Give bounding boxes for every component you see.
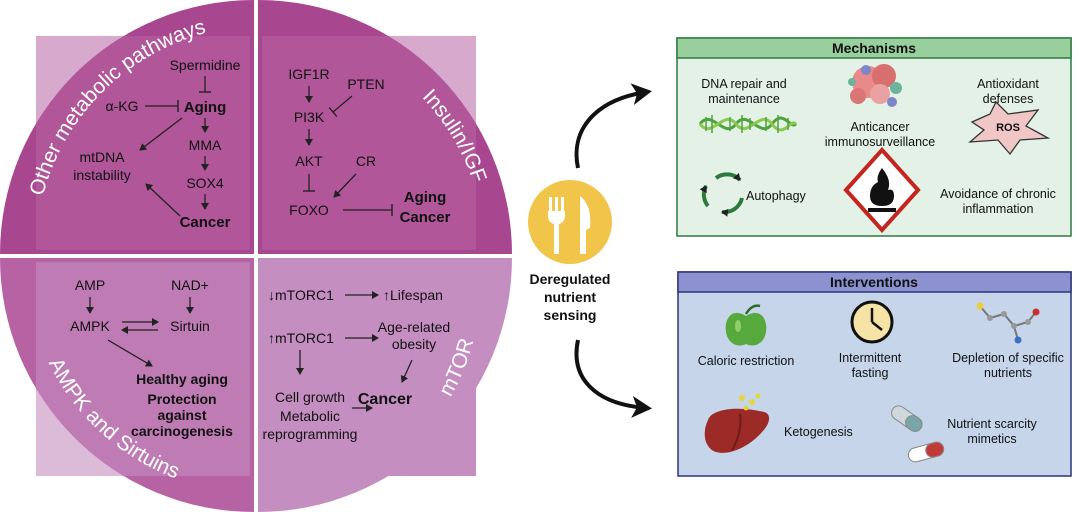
mech-autophagy: Autophagy [746, 189, 807, 203]
ros-star-icon: ROS [968, 100, 1051, 156]
node-protection-3: carcinogenesis [131, 423, 233, 439]
center-label-2: nutrient [544, 289, 596, 305]
autophagy-icon [699, 172, 744, 217]
arrow-obesity-cancer [400, 359, 413, 383]
mechanisms-header [676, 37, 1072, 59]
node-cancer: Cancer [180, 214, 231, 231]
node-igf1r: IGF1R [288, 66, 329, 82]
node-mtorc1-down: ↓mTORC1 [268, 287, 334, 303]
arrow-aging-mtdna [139, 117, 183, 151]
interventions-title: Interventions [830, 274, 918, 290]
immune-cells-icon [848, 64, 902, 107]
apple-icon [725, 304, 767, 346]
node-healthy-aging: Healthy aging [136, 371, 228, 387]
molecule-icon [976, 302, 1040, 344]
node-amp: AMP [75, 277, 105, 293]
mechanisms-title: Mechanisms [832, 40, 916, 56]
node-spermidine: Spermidine [170, 57, 241, 73]
node-pten: PTEN [347, 76, 384, 92]
pathway-mtor: ↓mTORC1 ↑Lifespan ↑mTORC1 Age-related ob… [263, 287, 451, 442]
mech-immuno-1: Anticancer [850, 120, 909, 134]
arrow-cancer-mtdna [145, 183, 181, 217]
mech-antiox-2: defenses [983, 92, 1034, 106]
node-protection-1: Protection [147, 391, 216, 407]
liver-icon [704, 393, 770, 453]
node-cr: CR [356, 153, 376, 169]
int-scarcity-1: Nutrient scarcity [947, 417, 1037, 431]
inner-panel-other-metabolic [36, 36, 250, 250]
mech-inflam-2: inflammation [963, 202, 1034, 216]
inner-panel-ampk-sirtuins [36, 262, 250, 476]
node-pi3k: PI3K [294, 109, 325, 125]
fork-knife-icon [548, 196, 591, 254]
node-akt: AKT [295, 153, 323, 169]
node-foxo: FOXO [289, 202, 329, 218]
int-scarcity-2: mimetics [967, 432, 1016, 446]
node-cancer: Cancer [358, 391, 412, 408]
interventions-header [677, 271, 1072, 293]
pills-icon [891, 405, 945, 463]
node-sirtuin: Sirtuin [170, 318, 210, 334]
node-metabolic-1: Metabolic [280, 408, 340, 424]
interventions-panel: Interventions Caloric restriction Interm… [677, 271, 1072, 477]
node-cell-growth: Cell growth [275, 389, 345, 405]
node-ampk: AMPK [70, 318, 110, 334]
mech-dna-2: maintenance [708, 92, 780, 106]
int-fasting-2: fasting [852, 366, 889, 380]
curved-arrow-up [574, 83, 652, 169]
dna-helix-icon [698, 115, 798, 133]
inhibit-pten-pi3k [328, 95, 353, 118]
arrow-ampk-healthy [107, 339, 153, 367]
node-cancer: Cancer [400, 209, 451, 226]
mech-inflam-1: Avoidance of chronic [940, 187, 1056, 201]
center-hub: Deregulated nutrient sensing [528, 83, 652, 418]
center-label-3: sensing [544, 307, 597, 323]
flame-hazard-icon [843, 147, 921, 233]
node-akg: α-KG [106, 98, 139, 114]
ros-label: ROS [996, 122, 1020, 134]
int-ketogenesis: Ketogenesis [784, 425, 853, 439]
int-depletion-2: nutrients [984, 366, 1032, 380]
int-caloric: Caloric restriction [698, 354, 795, 368]
mech-dna-1: DNA repair and [701, 77, 787, 91]
node-lifespan: ↑Lifespan [383, 287, 443, 303]
food-circle [528, 180, 612, 264]
curved-arrow-down [574, 339, 652, 418]
node-mtdna-2: instability [73, 167, 131, 183]
node-sox4: SOX4 [186, 175, 224, 191]
node-obesity-1: Age-related [378, 319, 450, 335]
center-label-1: Deregulated [530, 271, 611, 287]
node-aging: Aging [404, 189, 447, 206]
pathway-insulin-igf: IGF1R PTEN PI3K AKT CR FOXO Aging Cancer [288, 66, 450, 226]
int-depletion-1: Depletion of specific [952, 351, 1064, 365]
inner-panel-insulin-igf [262, 36, 476, 250]
node-mma: MMA [189, 137, 222, 153]
clock-icon [850, 300, 894, 344]
node-nad: NAD+ [171, 277, 209, 293]
mechanisms-panel: Mechanisms DNA repair and maintenance An… [676, 37, 1072, 237]
node-obesity-2: obesity [392, 336, 436, 352]
node-mtdna-1: mtDNA [79, 149, 125, 165]
pathway-other-metabolic: Spermidine α-KG Aging MMA SOX4 Cancer mt… [73, 57, 240, 231]
node-metabolic-2: reprogramming [263, 426, 358, 442]
pathway-ampk-sirtuins: AMP NAD+ AMPK Sirtuin Healthy aging Prot… [70, 277, 233, 439]
mech-antiox-1: Antioxidant [977, 77, 1039, 91]
arrow-cr-foxo [333, 173, 357, 198]
int-fasting-1: Intermittent [839, 351, 902, 365]
node-protection-2: against [157, 407, 206, 423]
mech-immuno-2: immunosurveillance [825, 135, 936, 149]
node-mtorc1-up: ↑mTORC1 [268, 330, 334, 346]
node-aging: Aging [184, 99, 227, 116]
